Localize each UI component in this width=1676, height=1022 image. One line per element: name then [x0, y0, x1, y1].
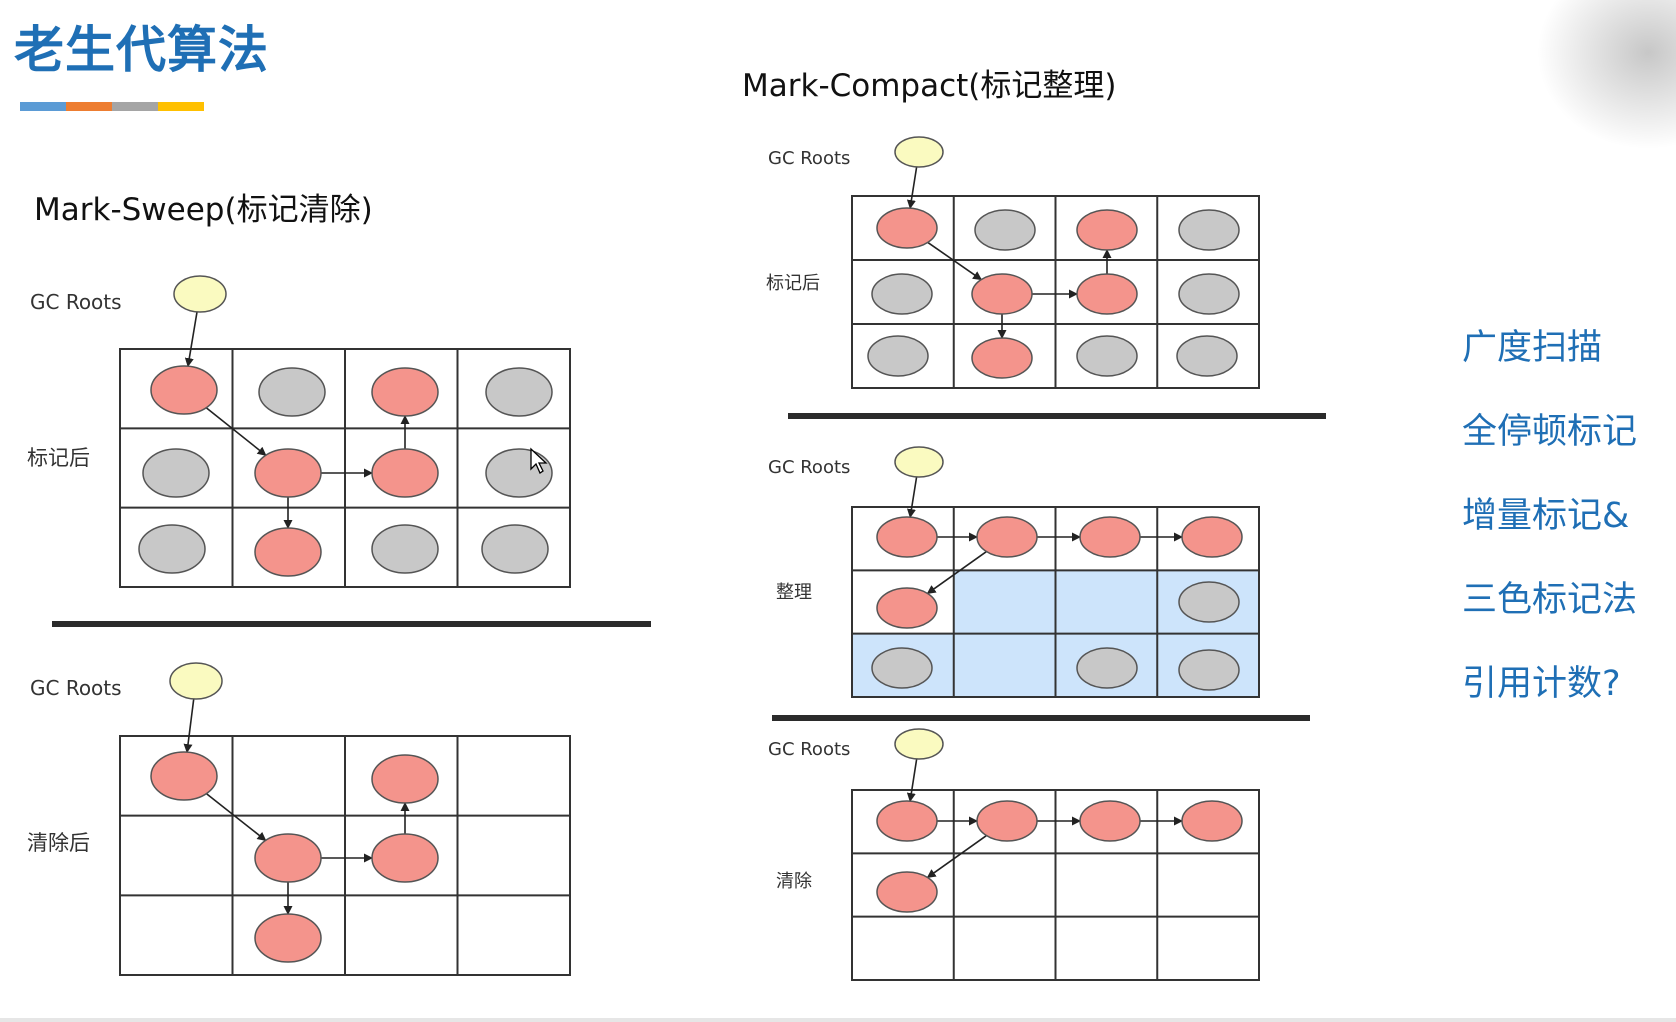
live-object-node: [254, 913, 322, 963]
live-object-node: [1181, 800, 1243, 842]
gc-root-node: [894, 136, 944, 168]
corner-shadow: [1536, 0, 1676, 150]
dead-object-node: [485, 448, 553, 498]
dead-object-node: [258, 367, 326, 417]
gc-roots-label: GC Roots: [30, 676, 122, 700]
arrow-icon: [205, 407, 267, 456]
live-object-node: [876, 800, 938, 842]
gc-roots-label: GC Roots: [768, 457, 850, 478]
live-object-node: [1076, 209, 1138, 251]
live-object-node: [876, 516, 938, 558]
dead-object-node: [871, 647, 933, 689]
gc-root-node: [173, 275, 227, 313]
mark-compact-title: Mark-Compact(标记整理): [742, 68, 1117, 104]
title-bar-segment-4: [158, 102, 204, 111]
live-object-node: [150, 751, 218, 801]
arrow-icon: [183, 698, 195, 754]
gc-root-node: [169, 662, 223, 700]
live-object-node: [876, 587, 938, 629]
title-bar-segment-1: [20, 102, 66, 111]
dead-object-node: [1178, 581, 1240, 623]
dead-object-node: [138, 524, 206, 574]
dead-object-node: [1178, 209, 1240, 251]
row-label: 清除: [776, 871, 812, 892]
live-object-node: [371, 367, 439, 417]
title-bar-segment-2: [66, 102, 112, 111]
live-object-node: [971, 273, 1033, 315]
arrow-icon: [184, 311, 198, 368]
live-object-node: [1076, 273, 1138, 315]
page-title: 老生代算法: [14, 21, 269, 79]
side-note-refcount: 引用计数?: [1462, 664, 1621, 704]
bottom-strip: [0, 1018, 1676, 1022]
row-label: 清除后: [27, 831, 90, 855]
gc-root-node: [894, 446, 944, 478]
side-note-incremental: 增量标记&: [1462, 496, 1630, 536]
arrow-icon: [906, 758, 918, 803]
mouse-cursor-icon: [530, 447, 548, 474]
arrow-icon: [906, 166, 918, 210]
live-object-node: [254, 527, 322, 577]
dead-object-node: [485, 367, 553, 417]
title-bar-segment-3: [112, 102, 158, 111]
live-object-node: [976, 800, 1038, 842]
title-underline-bar: [20, 102, 204, 111]
live-object-node: [254, 833, 322, 883]
dead-object-node: [871, 273, 933, 315]
dead-object-node: [142, 448, 210, 498]
side-notes: 广度扫描 全停顿标记 增量标记& 三色标记法 引用计数?: [1462, 328, 1637, 748]
dead-object-node: [1178, 649, 1240, 691]
live-object-node: [976, 516, 1038, 558]
live-object-node: [150, 365, 218, 415]
live-object-node: [971, 337, 1033, 379]
live-object-node: [371, 833, 439, 883]
mark-sweep-title: Mark-Sweep(标记清除): [34, 192, 373, 228]
live-object-node: [254, 448, 322, 498]
dead-object-node: [1176, 335, 1238, 377]
arrow-icon: [926, 550, 987, 595]
dead-object-node: [867, 335, 929, 377]
live-object-node: [371, 448, 439, 498]
arrow-icon: [927, 241, 983, 281]
live-object-node: [1079, 800, 1141, 842]
side-note-breadth-scan: 广度扫描: [1462, 328, 1603, 368]
arrow-icon: [205, 793, 267, 841]
dead-object-node: [1076, 335, 1138, 377]
dead-object-node: [371, 524, 439, 574]
live-object-node: [1079, 516, 1141, 558]
live-object-node: [1181, 516, 1243, 558]
compacted-cell: [953, 570, 1056, 634]
dead-object-node: [974, 209, 1036, 251]
live-object-node: [876, 207, 938, 249]
side-note-stop-the-world: 全停顿标记: [1462, 412, 1638, 452]
live-object-node: [371, 754, 439, 804]
live-object-node: [876, 871, 938, 913]
arrow-icon: [907, 476, 918, 519]
row-label: 整理: [776, 582, 812, 603]
row-label: 标记后: [27, 446, 90, 470]
dead-object-node: [1076, 647, 1138, 689]
side-note-tricolor: 三色标记法: [1462, 580, 1638, 620]
gc-roots-label: GC Roots: [768, 739, 850, 760]
gc-roots-label: GC Roots: [30, 290, 122, 314]
row-label: 标记后: [766, 273, 820, 294]
compacted-cell: [953, 633, 1056, 697]
compacted-cell: [1055, 570, 1158, 634]
dead-object-node: [1178, 273, 1240, 315]
gc-roots-label: GC Roots: [768, 148, 850, 169]
gc-root-node: [894, 728, 944, 760]
dead-object-node: [481, 524, 549, 574]
arrow-icon: [926, 834, 987, 879]
